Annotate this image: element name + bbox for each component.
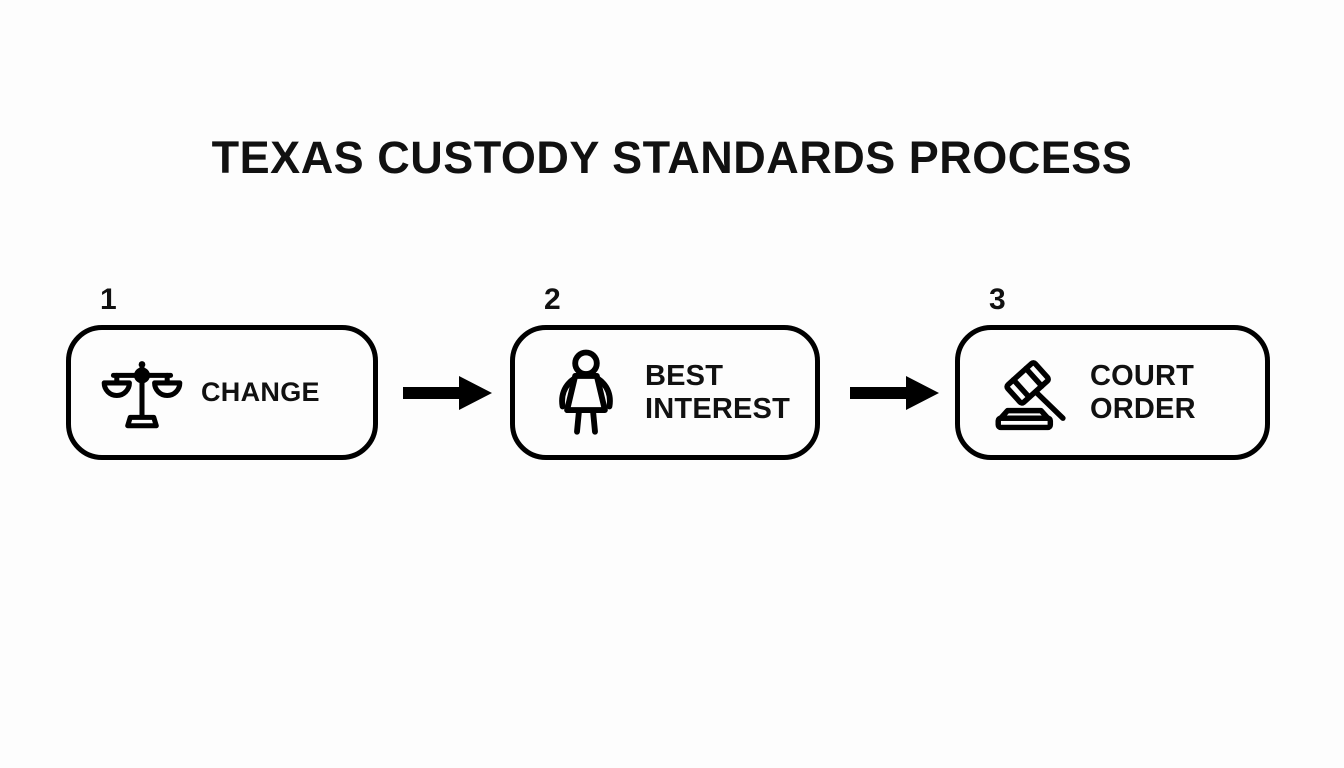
step-card-2[interactable]: BEST INTEREST	[510, 325, 820, 460]
step-label-3: COURT ORDER	[1090, 360, 1265, 425]
process-step-2[interactable]: 2	[510, 285, 820, 460]
step-label-2-line-1: BEST	[645, 360, 724, 393]
scales-of-justice-icon	[97, 348, 187, 438]
step-label-3-line-1: COURT	[1090, 360, 1195, 393]
step-number-1: 1	[100, 283, 117, 316]
child-figure-icon	[541, 348, 631, 438]
arrow-step1-to-step2-icon	[403, 375, 493, 411]
gavel-icon	[986, 348, 1076, 438]
step-label-2-line-2: INTEREST	[645, 392, 790, 425]
process-step-3[interactable]: 3	[955, 285, 1270, 460]
step-label-2: BEST INTEREST	[645, 360, 815, 425]
step-label-1: CHANGE	[201, 377, 320, 408]
step-number-3: 3	[989, 283, 1006, 316]
step-card-1[interactable]: CHANGE	[66, 325, 378, 460]
step-number-2: 2	[544, 283, 561, 316]
page-title: TEXAS CUSTODY STANDARDS PROCESS	[211, 132, 1133, 183]
step-card-3[interactable]: COURT ORDER	[955, 325, 1270, 460]
step-label-3-line-2: ORDER	[1090, 392, 1196, 425]
process-step-1[interactable]: 1	[66, 285, 378, 460]
arrow-step2-to-step3-icon	[850, 375, 940, 411]
